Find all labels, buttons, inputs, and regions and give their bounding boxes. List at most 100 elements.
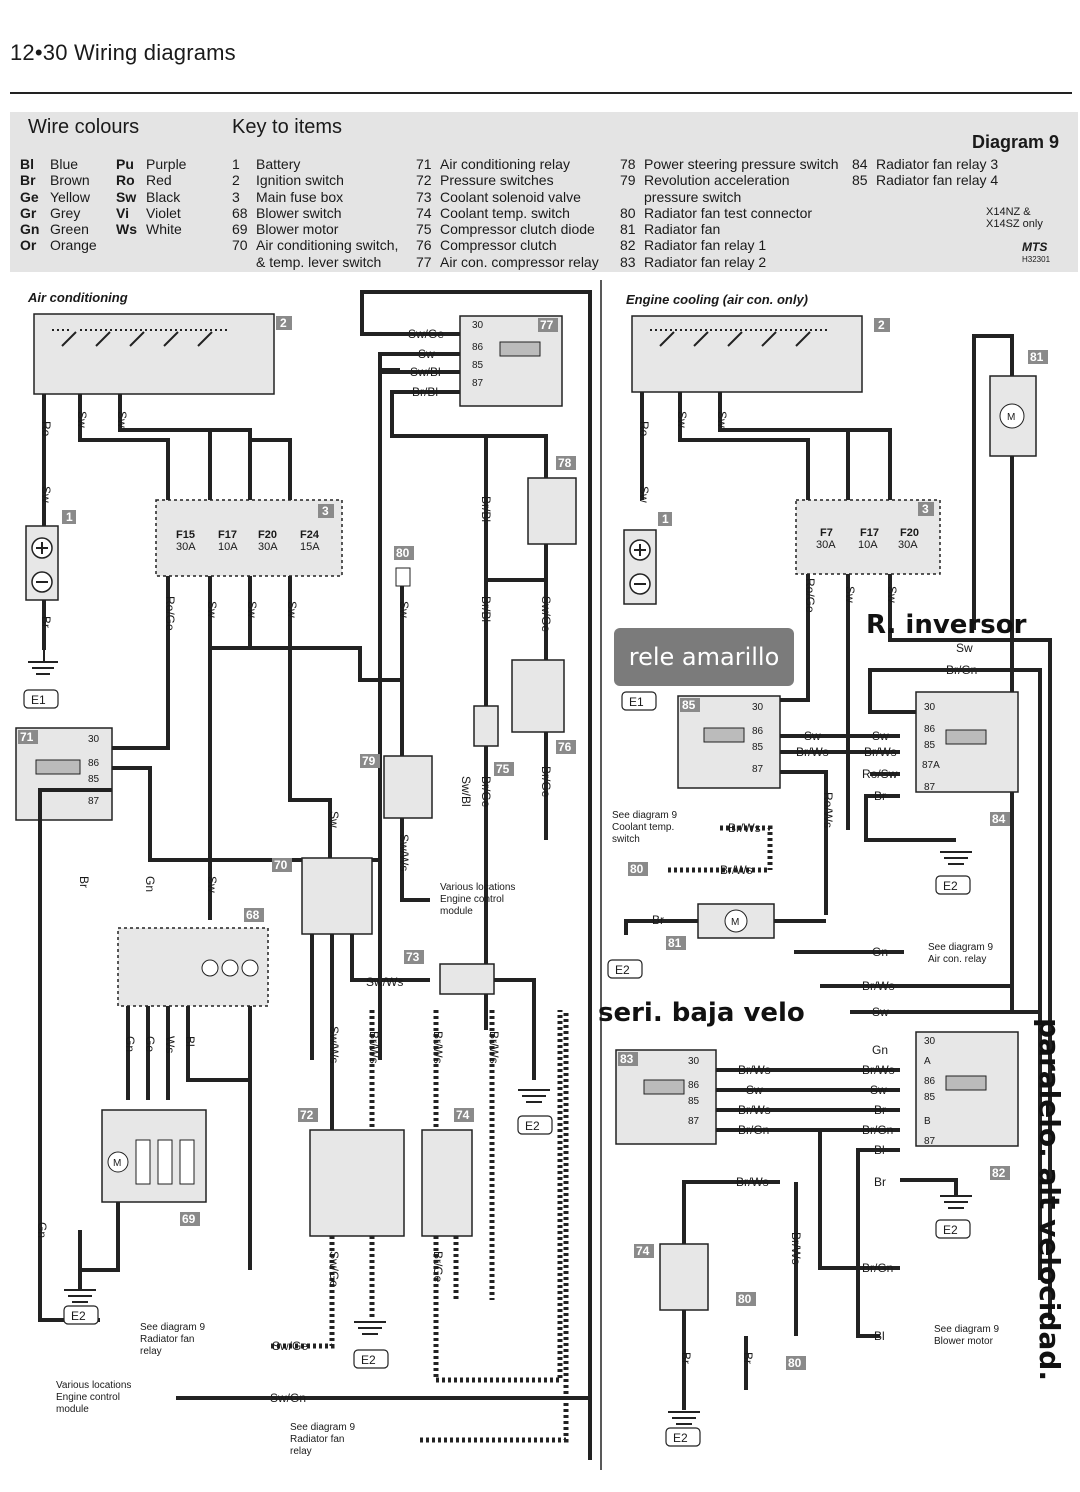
blower-switch-68: 68	[117, 908, 269, 1007]
colour-name: White	[146, 221, 182, 238]
key-label: Blower switch	[256, 204, 342, 221]
svg-text:68: 68	[246, 908, 260, 922]
earth-symbol	[518, 1089, 550, 1103]
wire-label: Sw	[746, 1083, 763, 1097]
key-number: 82	[620, 237, 636, 254]
wire-label: Sw/Ge	[408, 327, 444, 341]
svg-text:81: 81	[1030, 350, 1044, 364]
wire-label: Ro/Sw	[862, 767, 898, 781]
svg-text:30: 30	[924, 702, 936, 713]
key-heading: Key to items	[232, 116, 343, 138]
svg-text:73: 73	[406, 950, 420, 964]
radiator-fan-81-bottom: M 81	[666, 903, 775, 950]
fan-81-bottom-wires	[624, 919, 826, 935]
section-title-left: Air conditioning	[27, 290, 128, 305]
wire-label: Sw	[872, 1005, 889, 1019]
key-number: 68	[232, 204, 248, 221]
svg-text:76: 76	[558, 740, 572, 754]
svg-text:86: 86	[688, 1080, 700, 1091]
wire-label: Br/Ws	[736, 1175, 769, 1189]
annotation-rele: rele amarillo	[614, 628, 794, 686]
revolution-switch-79: 79	[360, 754, 433, 819]
colour-code: Vi	[116, 204, 129, 221]
colour-code: Bl	[20, 156, 34, 172]
key-number: 77	[416, 253, 432, 270]
svg-text:85: 85	[924, 740, 936, 751]
svg-text:1: 1	[66, 510, 73, 524]
wire-label: Gn	[35, 1222, 49, 1238]
coolant-temp-switch-74-right: 74	[634, 1243, 709, 1311]
fuse-rating: 10A	[218, 541, 238, 553]
earth-symbol	[940, 1195, 972, 1209]
earth-label: E2	[943, 1223, 958, 1237]
wire-label: Br/Ws	[728, 821, 761, 835]
svg-text:80: 80	[396, 546, 410, 560]
svg-text:82: 82	[992, 1166, 1006, 1180]
wire-label: Sw	[39, 486, 53, 503]
svg-text:87: 87	[688, 1116, 700, 1127]
svg-text:30: 30	[688, 1056, 700, 1067]
clutch-diode-75: 75	[473, 705, 514, 776]
colour-code: Gr	[20, 204, 37, 221]
fuse-rating: 30A	[258, 541, 278, 553]
key-label: Radiator fan relay 4	[876, 172, 999, 189]
svg-text:30: 30	[752, 702, 764, 713]
colour-name: Orange	[50, 237, 97, 254]
wire-label: Sw/Ge	[539, 596, 553, 632]
colour-code: Ws	[116, 221, 137, 238]
svg-text:81: 81	[668, 936, 682, 950]
wire-label: Sw/Bl	[410, 365, 441, 379]
earth-label: E2	[943, 879, 958, 893]
earth-label: E2	[615, 963, 630, 977]
header-rule	[10, 92, 1072, 94]
footnote: X14NZ & X14SZ only	[986, 206, 1043, 230]
colour-name: Violet	[146, 204, 181, 221]
wire-label: Sw	[115, 411, 129, 428]
svg-text:80: 80	[630, 862, 644, 876]
wire-label: Ro/Ge	[803, 578, 817, 613]
colour-code: Br	[20, 172, 36, 189]
svg-text:83: 83	[620, 1052, 634, 1066]
svg-text:80: 80	[738, 1292, 752, 1306]
coolant-valve-73: 73	[404, 950, 495, 995]
colour-code: Ro	[116, 172, 135, 189]
svg-text:87: 87	[924, 782, 936, 793]
wire-label: Br	[679, 1352, 693, 1364]
sw-bus-left	[210, 646, 400, 682]
svg-text:78: 78	[558, 456, 572, 470]
colour-name: Brown	[50, 172, 90, 189]
wire-label: Ro	[637, 421, 651, 437]
page-header: 12•30 Wiring diagrams	[0, 0, 1080, 100]
wire-label: Ro	[39, 421, 53, 437]
relay-77-wires	[360, 290, 592, 1460]
wire-label: Sw	[205, 601, 219, 618]
svg-text:3: 3	[922, 502, 929, 516]
fuse-rating: 30A	[898, 539, 918, 551]
earth-symbol	[940, 851, 972, 865]
svg-text:A: A	[924, 1056, 931, 1067]
key-number: 72	[416, 172, 432, 189]
colour-name: Black	[146, 188, 181, 205]
relay-84-wires	[864, 668, 1042, 1280]
wire-label: Br/Bl	[479, 496, 493, 522]
svg-text:85: 85	[688, 1096, 700, 1107]
wire-label: Sw	[418, 347, 435, 361]
aircon-switch-70: 70	[272, 857, 373, 935]
svg-text:87: 87	[752, 764, 764, 775]
svg-text:84: 84	[992, 812, 1006, 826]
wire-label: Sw	[872, 729, 889, 743]
wire-label: Sw	[715, 411, 729, 428]
wire-label: Ws	[163, 1036, 177, 1053]
wire-label: Br	[874, 1103, 886, 1117]
key-number: 73	[416, 188, 432, 205]
fuse-id: F20	[900, 527, 919, 539]
key-number: 74	[416, 204, 432, 221]
key-number: 70	[232, 237, 248, 254]
fuse-rating: 15A	[300, 541, 320, 553]
